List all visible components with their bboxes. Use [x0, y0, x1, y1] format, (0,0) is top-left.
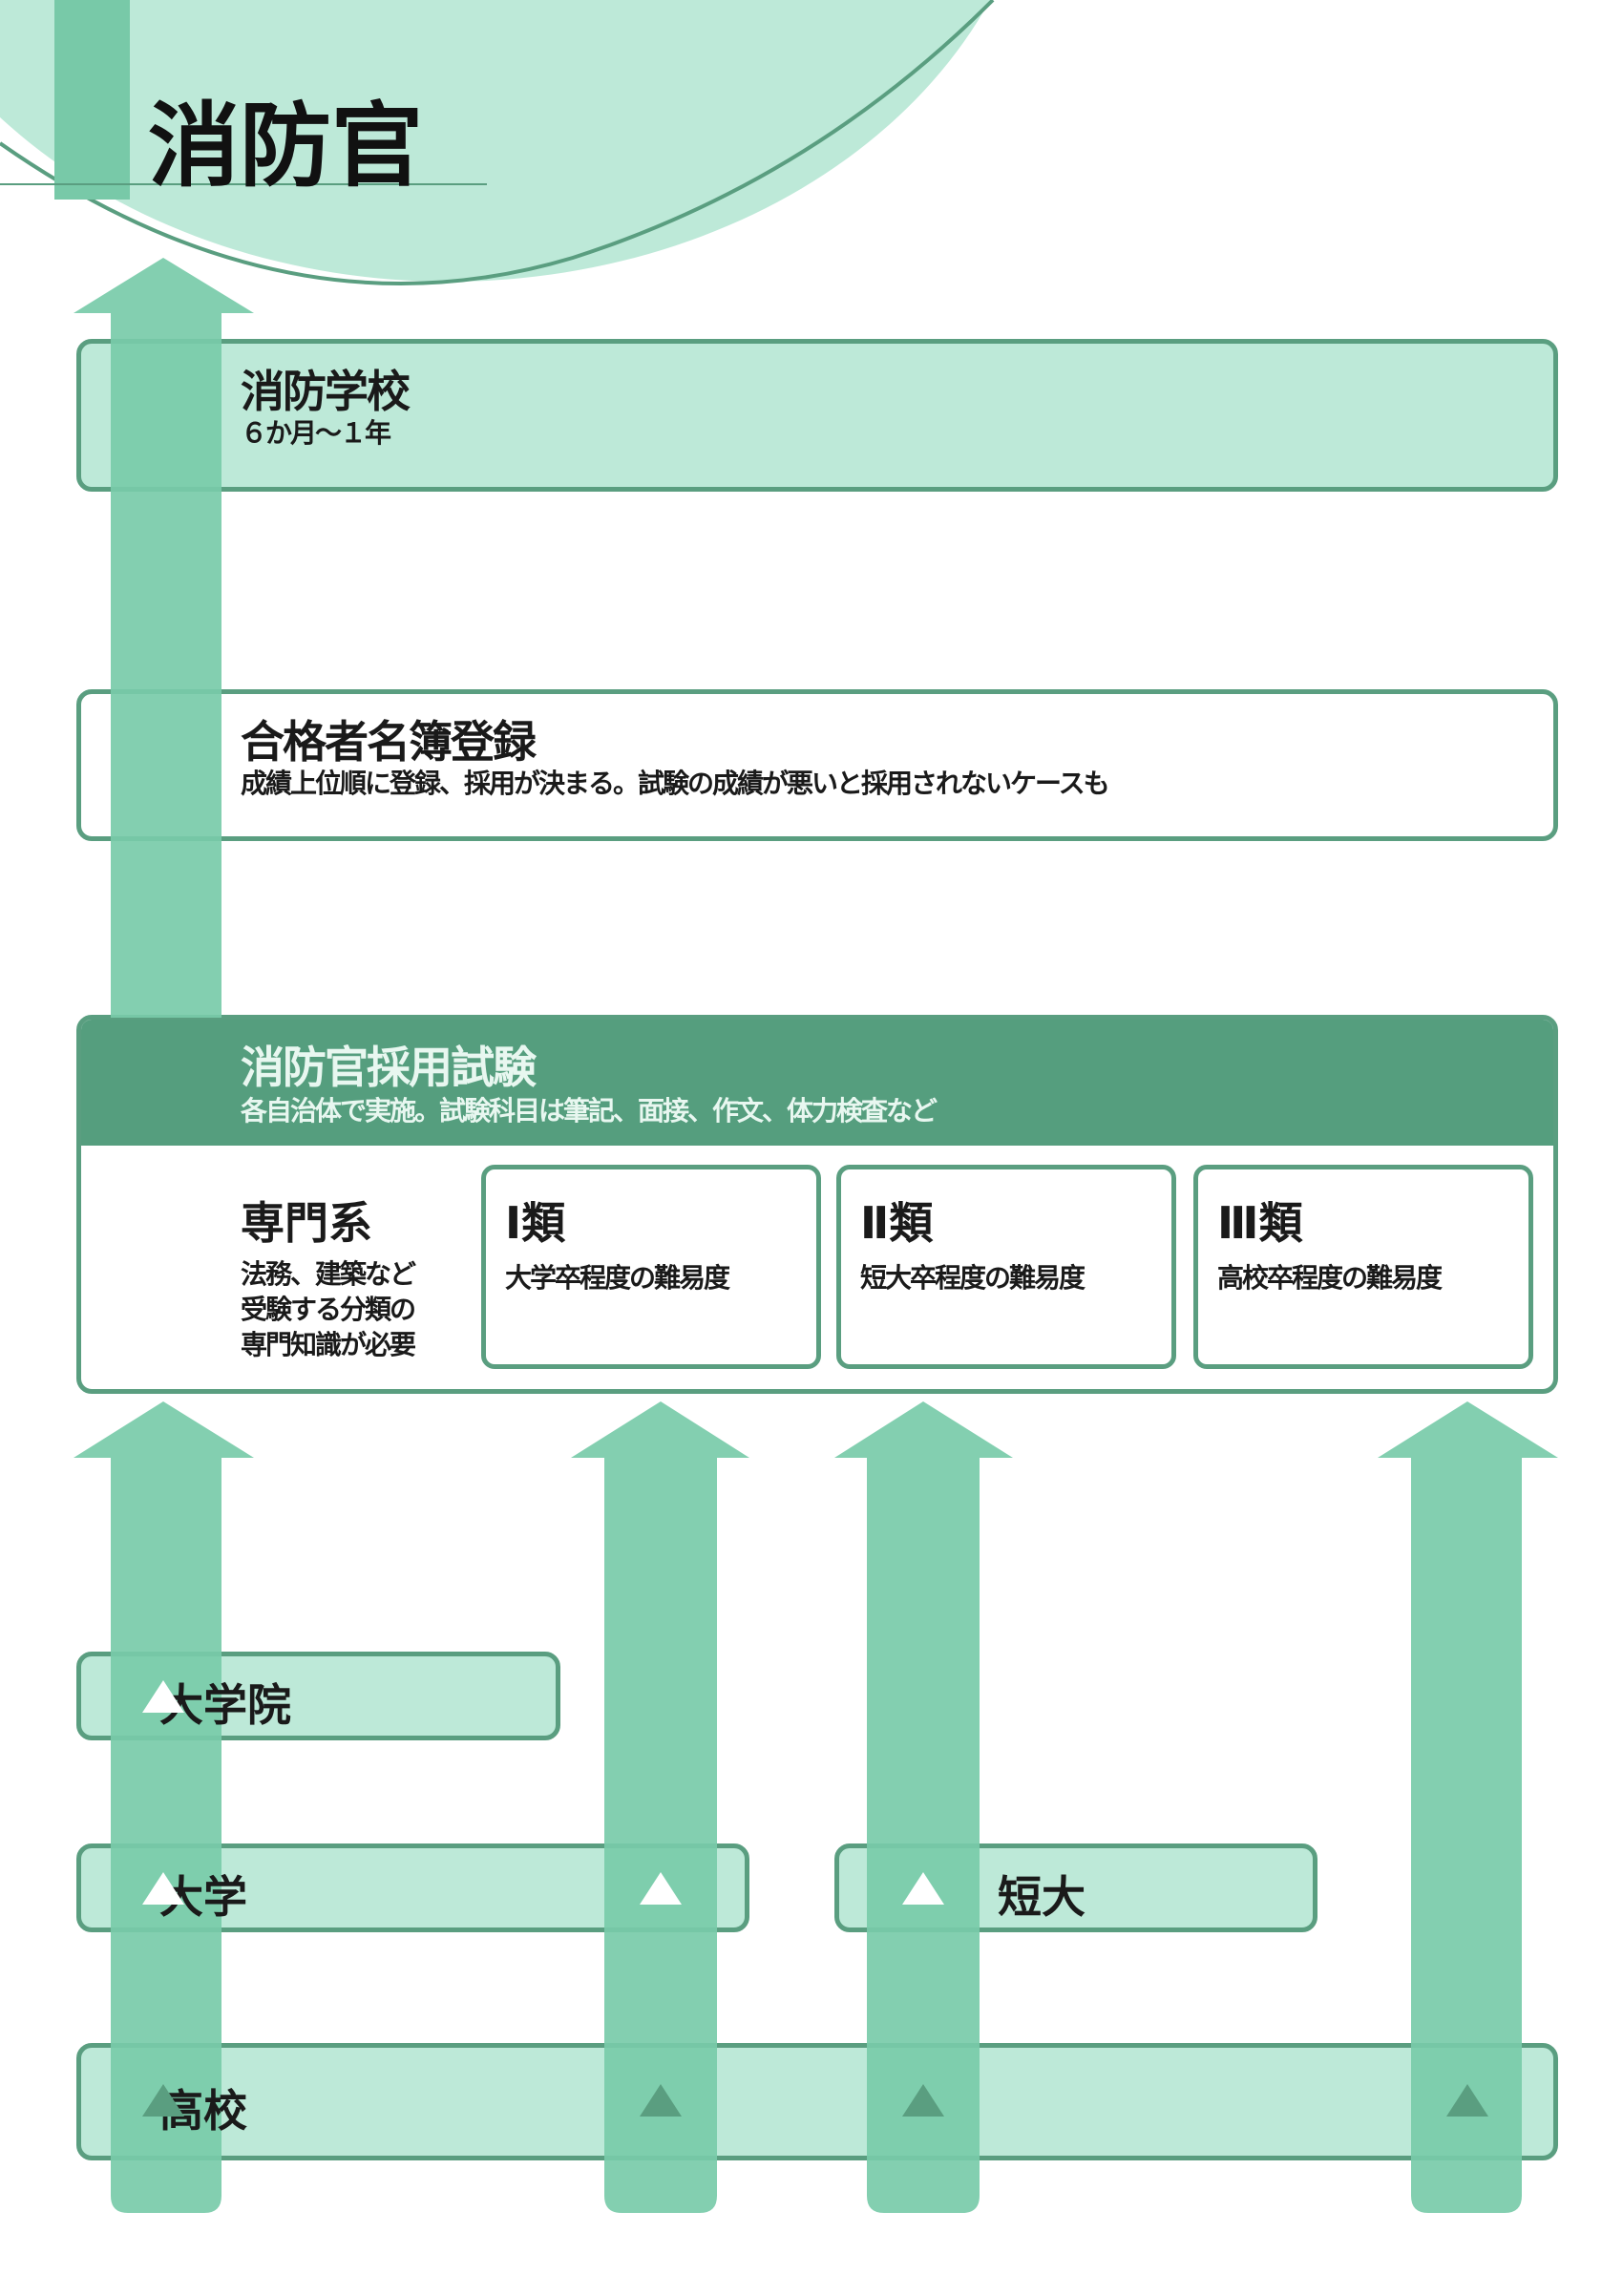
triangle-up-icon	[142, 1680, 184, 1713]
specialty-desc-line: 受験する分類の	[241, 1294, 416, 1325]
category-1-box: Ⅰ類 大学卒程度の難易度	[481, 1165, 821, 1369]
category-title: Ⅰ類	[505, 1197, 566, 1249]
fire-school-duration: ６か月～１年	[241, 417, 391, 449]
exam-title: 消防官採用試験	[241, 1042, 537, 1093]
page-title: 消防官	[148, 92, 423, 200]
specialty-title: 専門系	[241, 1197, 372, 1249]
triangle-up-icon	[142, 1872, 184, 1905]
specialty-desc-line: 法務、建築など	[241, 1258, 416, 1290]
junior-college-label: 短大	[998, 1871, 1086, 1923]
exam-desc: 各自治体で実施。試験科目は筆記、面接、作文、体力検査など	[241, 1095, 938, 1127]
triangle-up-icon	[640, 1872, 682, 1905]
exam-header: 消防官採用試験 各自治体で実施。試験科目は筆記、面接、作文、体力検査など	[81, 1020, 1553, 1146]
category-desc: 高校卒程度の難易度	[1217, 1262, 1443, 1294]
triangle-up-icon	[902, 1872, 944, 1905]
category-3-box: Ⅲ類 高校卒程度の難易度	[1193, 1165, 1533, 1369]
fire-school-box: 消防学校 ６か月～１年	[76, 339, 1558, 492]
high-school-box	[76, 2043, 1558, 2160]
triangle-up-icon	[640, 2084, 682, 2117]
specialty-desc: 法務、建築など 受験する分類の 専門知識が必要	[241, 1256, 416, 1362]
header-circle	[0, 0, 995, 285]
triangle-up-icon	[142, 2084, 184, 2117]
fire-school-title: 消防学校	[241, 366, 411, 417]
specialty-desc-line: 専門知識が必要	[241, 1329, 416, 1360]
category-desc: 短大卒程度の難易度	[860, 1262, 1086, 1294]
register-title: 合格者名簿登録	[241, 716, 537, 768]
triangle-up-icon	[902, 2084, 944, 2117]
category-title: Ⅲ類	[1217, 1197, 1303, 1249]
register-desc: 成績上位順に登録、採用が決まる。試験の成績が悪いと採用されないケースも	[241, 768, 1110, 799]
triangle-up-icon	[1446, 2084, 1488, 2117]
category-title: Ⅱ類	[860, 1197, 934, 1249]
category-2-box: Ⅱ類 短大卒程度の難易度	[836, 1165, 1176, 1369]
register-box: 合格者名簿登録 成績上位順に登録、採用が決まる。試験の成績が悪いと採用されないケ…	[76, 689, 1558, 841]
category-desc: 大学卒程度の難易度	[505, 1262, 730, 1294]
